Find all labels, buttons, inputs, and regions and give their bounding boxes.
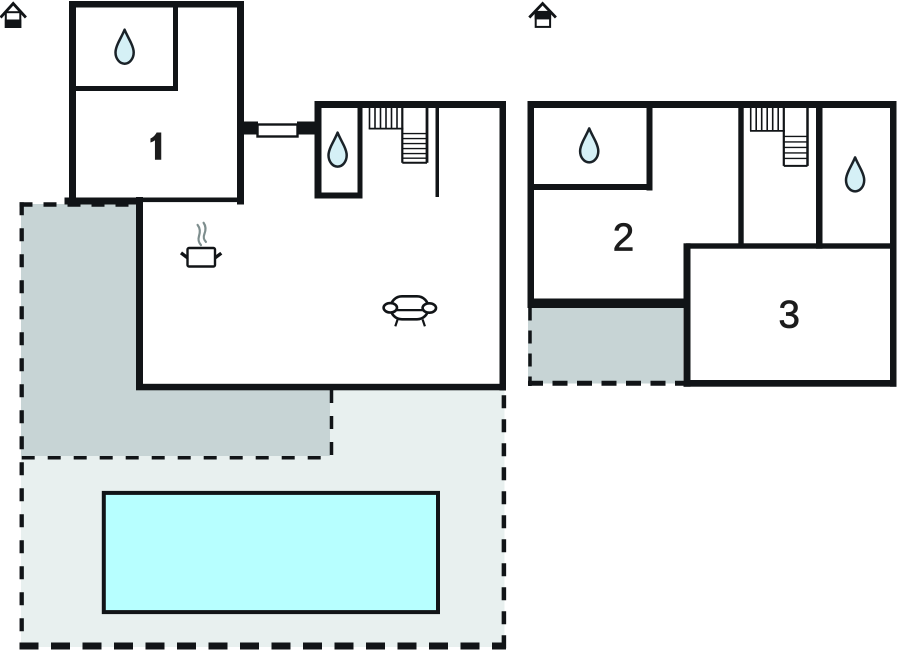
svg-text:2: 2	[613, 216, 634, 259]
svg-text:3: 3	[778, 294, 799, 337]
